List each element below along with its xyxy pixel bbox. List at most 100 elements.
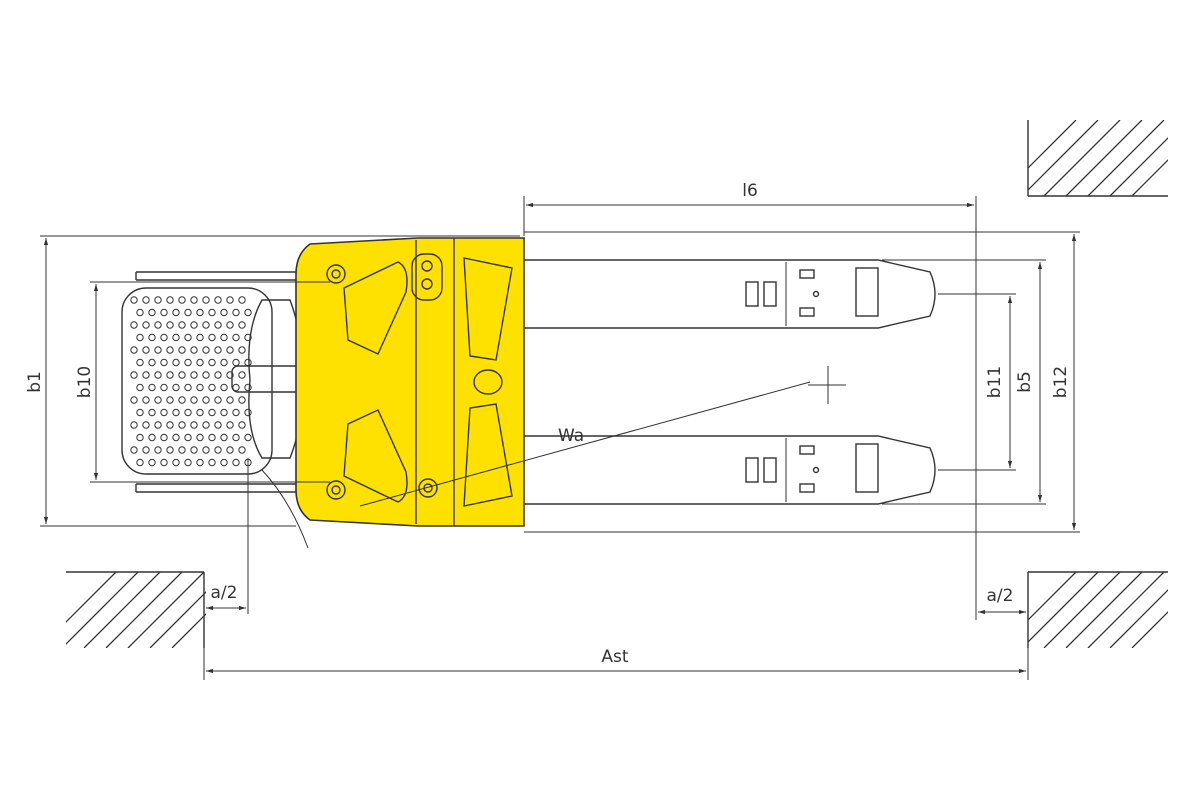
platform-dot: [142, 396, 150, 404]
platform-dot: [244, 383, 252, 392]
platform-dot: [148, 308, 156, 317]
platform-dot: [172, 383, 180, 392]
wall-bottom-right: [1027, 571, 1168, 648]
platform-dot: [202, 421, 210, 429]
platform-dot: [178, 446, 186, 454]
platform-dot: [214, 296, 222, 304]
platform-dot: [184, 333, 192, 342]
platform-dot: [214, 421, 222, 429]
platform-dot: [208, 358, 216, 367]
platform-dot: [244, 408, 252, 417]
platform-dot: [142, 321, 150, 329]
label-b5: b5: [1015, 371, 1035, 393]
platform-dot: [196, 308, 204, 317]
platform-dot: [136, 383, 144, 392]
platform-dot: [196, 383, 204, 392]
platform-dot: [238, 346, 246, 354]
platform-dot: [220, 458, 228, 467]
platform-dot: [166, 296, 174, 304]
platform-dot: [196, 408, 204, 417]
platform-dot: [142, 346, 150, 354]
platform-dot: [220, 383, 228, 392]
platform-dot: [220, 358, 228, 367]
platform-dot: [208, 333, 216, 342]
platform-dot: [232, 358, 240, 367]
platform-dot: [178, 321, 186, 329]
platform-dot: [208, 433, 216, 442]
platform-dot: [178, 421, 186, 429]
platform-dot: [190, 321, 198, 329]
dimension-b10: b10: [75, 281, 330, 483]
label-wa: Wa: [558, 426, 584, 446]
platform-dot: [202, 396, 210, 404]
platform-dot: [166, 396, 174, 404]
platform-dot: [160, 383, 168, 392]
platform-dot: [130, 446, 138, 454]
platform-dot: [184, 408, 192, 417]
platform-dot: [238, 371, 246, 379]
platform-dot: [160, 358, 168, 367]
platform-dot: [148, 458, 156, 467]
platform-dot: [172, 333, 180, 342]
platform-dot: [154, 321, 162, 329]
platform-dot: [148, 408, 156, 417]
platform-dot: [232, 458, 240, 467]
platform-dot: [202, 371, 210, 379]
platform-dot: [214, 346, 222, 354]
dimension-a2-right: a/2: [978, 586, 1026, 615]
label-b12: b12: [1051, 366, 1071, 398]
platform-dot: [154, 296, 162, 304]
platform-dot: [136, 433, 144, 442]
platform-dot: [190, 346, 198, 354]
platform-dot: [208, 408, 216, 417]
platform-dot: [238, 321, 246, 329]
platform-dot: [214, 321, 222, 329]
dimension-ast: Ast: [203, 647, 1029, 680]
platform-dot: [226, 296, 234, 304]
platform-dot: [160, 333, 168, 342]
platform-dot: [226, 321, 234, 329]
platform-dot: [166, 421, 174, 429]
platform-dot: [190, 421, 198, 429]
platform-dot: [208, 458, 216, 467]
platform-dot: [196, 458, 204, 467]
platform-dot: [226, 421, 234, 429]
platform-dot: [220, 308, 228, 317]
platform-dot: [238, 446, 246, 454]
platform-dot: [178, 371, 186, 379]
platform-dot: [244, 308, 252, 317]
platform-dot: [166, 446, 174, 454]
label-ast: Ast: [601, 647, 628, 667]
platform-dot: [154, 346, 162, 354]
platform-dot: [214, 396, 222, 404]
platform-dot: [232, 333, 240, 342]
label-b1: b1: [25, 371, 45, 393]
label-b10: b10: [75, 366, 95, 398]
platform-dot: [172, 358, 180, 367]
platform-dot: [136, 458, 144, 467]
platform-dot: [232, 408, 240, 417]
platform-dot: [130, 421, 138, 429]
platform-dot: [136, 408, 144, 417]
platform-dot: [166, 346, 174, 354]
platform-dot: [244, 358, 252, 367]
platform-dot: [136, 333, 144, 342]
truck-body: [295, 237, 525, 527]
dimension-b12: b12: [524, 231, 1080, 533]
platform-dot: [160, 308, 168, 317]
platform-dot: [190, 371, 198, 379]
platform-dot: [184, 358, 192, 367]
platform-dot: [166, 321, 174, 329]
platform-dot: [172, 408, 180, 417]
platform-dot: [160, 458, 168, 467]
operator-platform: [121, 271, 305, 493]
turning-radius-wa: Wa: [359, 366, 846, 507]
dimension-b1: b1: [25, 235, 520, 527]
platform-dot: [202, 346, 210, 354]
fork-bottom: [524, 435, 936, 505]
platform-dot: [226, 396, 234, 404]
platform-dot: [160, 433, 168, 442]
platform-dot: [142, 296, 150, 304]
label-b11: b11: [985, 366, 1005, 398]
